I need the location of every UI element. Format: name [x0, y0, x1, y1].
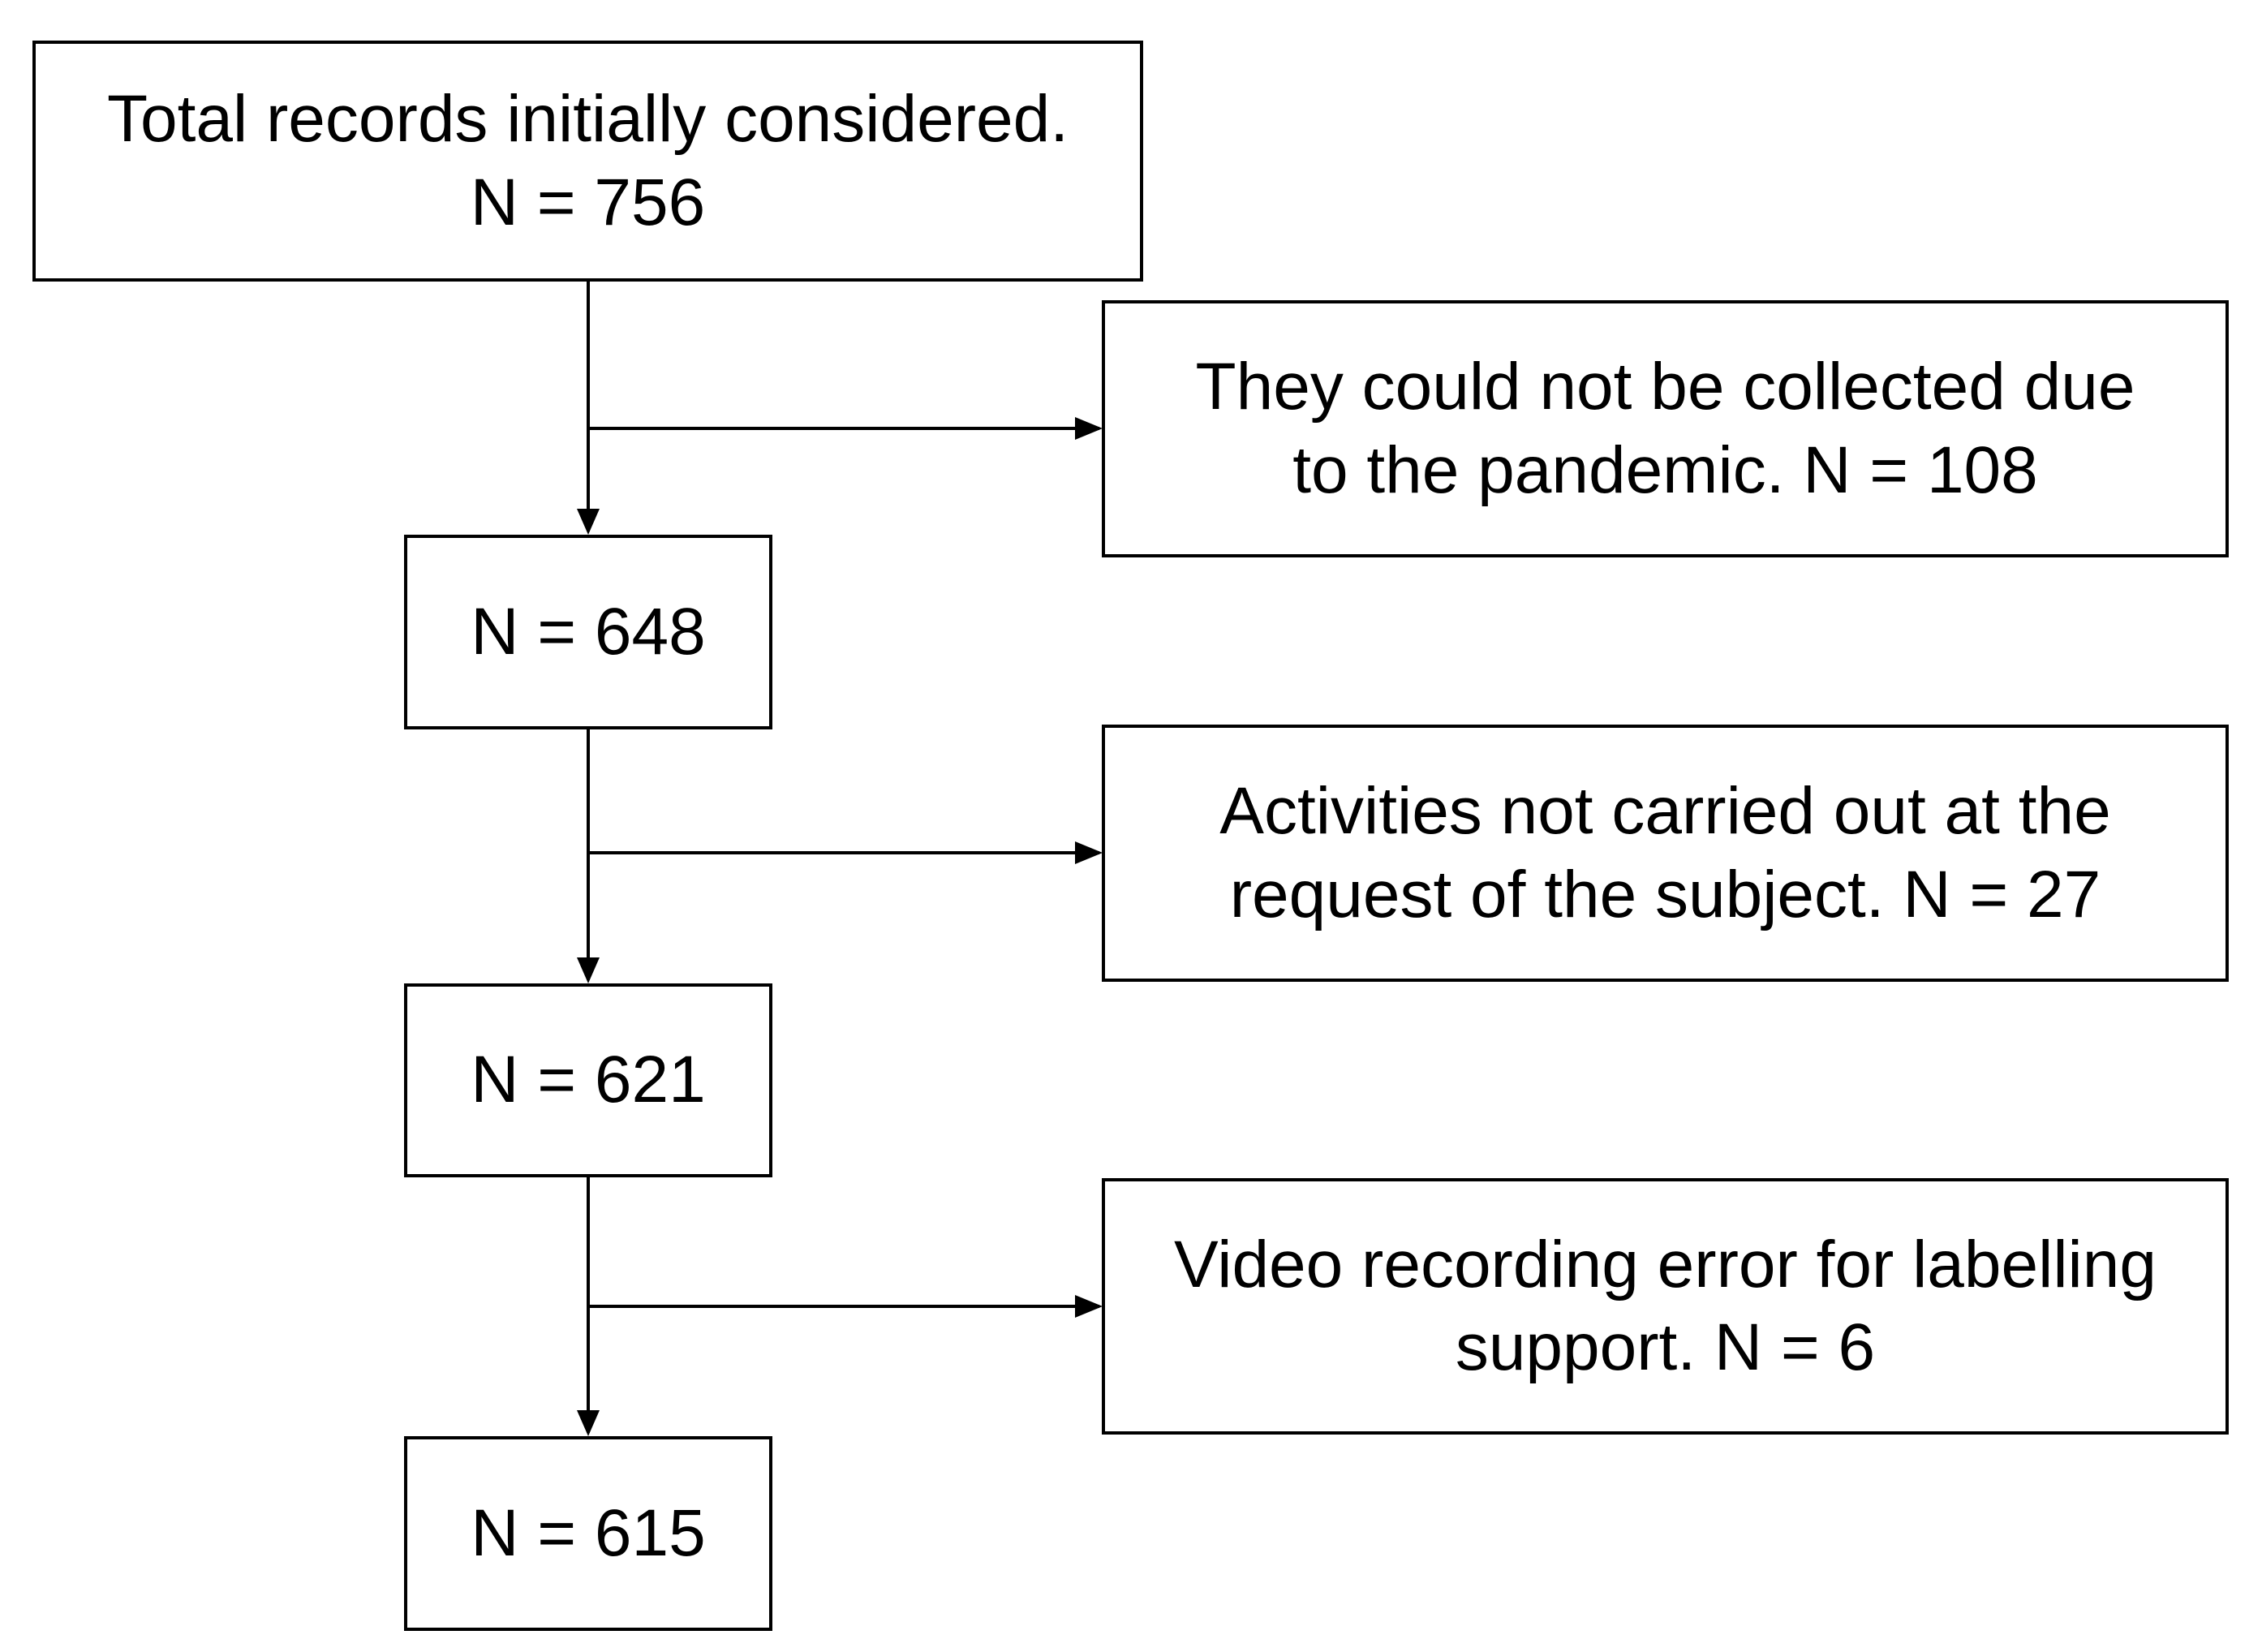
- arrowhead-right-pandemic: [1075, 417, 1103, 440]
- exclusion-subject-request-line1: Activities not carried out at the: [1219, 774, 2111, 848]
- exclusion-video-error-line2: support. N = 6: [1455, 1310, 1876, 1384]
- stage3-count: N = 615: [471, 1495, 706, 1570]
- start-records-count: N = 756: [470, 165, 706, 239]
- exclusion-subject-request-line2: request of the subject. N = 27: [1229, 857, 2101, 931]
- arrowhead-right-subject-request: [1075, 841, 1103, 864]
- exclusion-box-video-error: Video recording error for labelling supp…: [1102, 1178, 2229, 1435]
- start-records-box: Total records initially considered. N = …: [32, 41, 1143, 282]
- exclusion-pandemic-line2: to the pandemic. N = 108: [1292, 432, 2038, 507]
- arrowhead-down-2: [577, 957, 600, 983]
- stage1-count-box: N = 648: [404, 535, 772, 729]
- exclusion-box-pandemic: They could not be collected due to the p…: [1102, 300, 2229, 557]
- stage2-count: N = 621: [471, 1043, 706, 1117]
- stage1-count: N = 648: [471, 594, 706, 669]
- stage3-count-box: N = 615: [404, 1436, 772, 1631]
- arrowhead-down-1: [577, 509, 600, 535]
- start-records-label: Total records initially considered.: [107, 82, 1069, 156]
- stage2-count-box: N = 621: [404, 983, 772, 1177]
- exclusion-pandemic-line1: They could not be collected due: [1195, 350, 2135, 424]
- arrowhead-down-3: [577, 1410, 600, 1436]
- exclusion-box-subject-request: Activities not carried out at the reques…: [1102, 725, 2229, 982]
- arrowhead-right-video-error: [1075, 1295, 1103, 1318]
- exclusion-video-error-line1: Video recording error for labelling: [1174, 1227, 2157, 1301]
